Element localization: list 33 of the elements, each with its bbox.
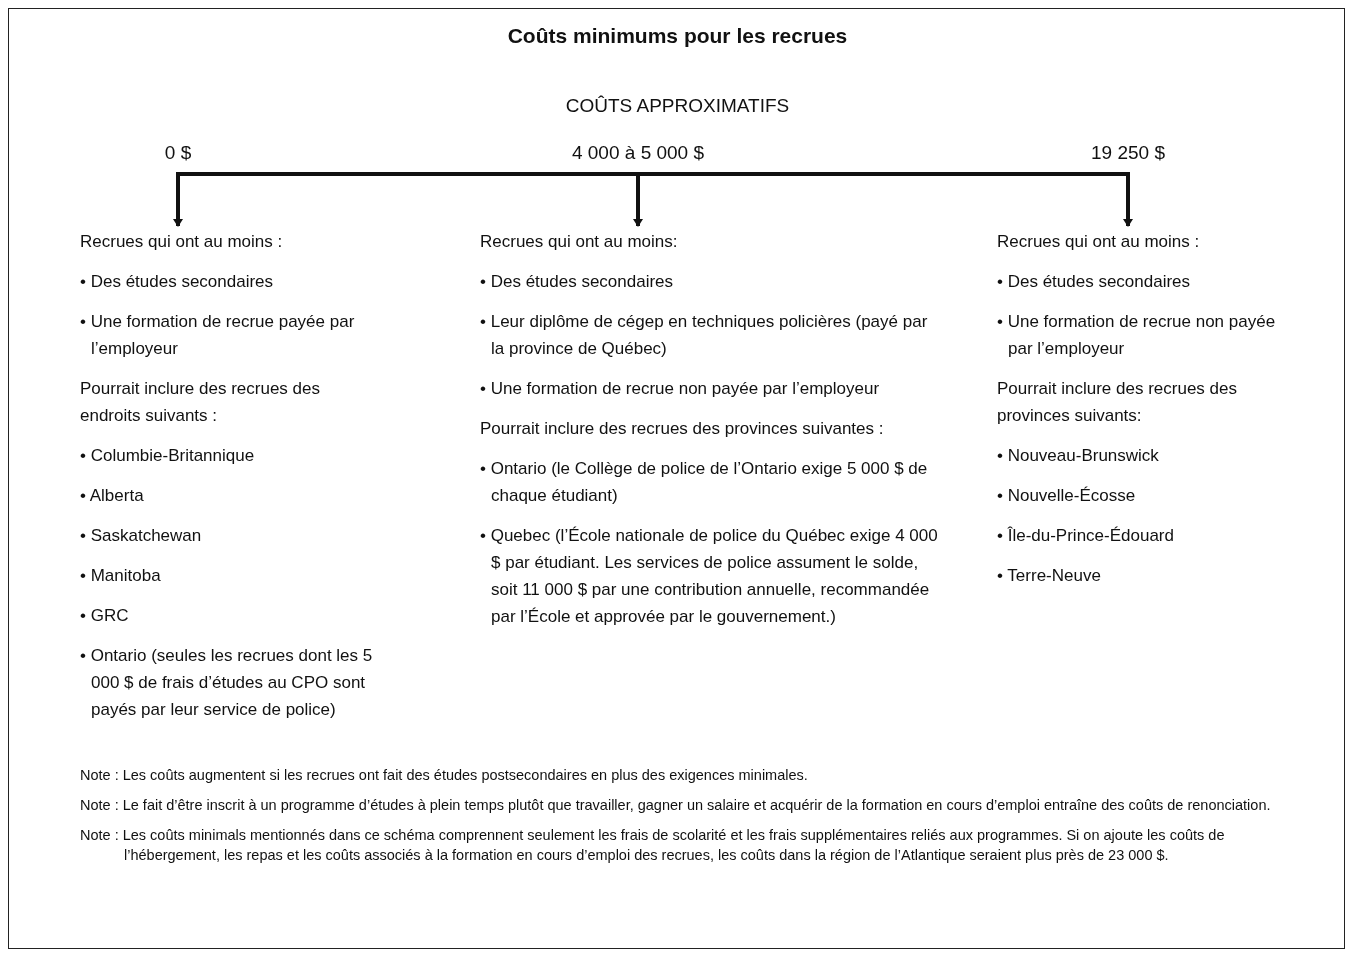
text-heading: Pourrait inclure des recrues des provinces suivantes : [480, 418, 885, 440]
note-text: Note : Les coûts augmentent si les recrues ont fait des études postsecondaires en plus des exigences minimales. [80, 766, 809, 785]
note-text: Note : Les coûts minimals mentionnés dans ce schéma comprennent seulement les frais de scolarité et les frais supplémentaires reliés aux programmes. Si on ajoute les coûts de l’hébergement, les repas et les coûts associés à la formation en cours d’emploi des recrues, les coûts dans la région de l’Atlantique seraient plus près de 23 000 $. [80, 826, 1226, 865]
axis-heading: COÛTS APPROXIMATIFS [564, 95, 791, 117]
bullet-item: • Une formation de recrue non payée par l’employeur [480, 378, 881, 400]
bullet-item: • Terre-Neuve [997, 565, 1102, 587]
bullet-item: • Île-du-Prince-Édouard [997, 525, 1175, 547]
diagram-title: Coûts minimums pour les recrues [506, 24, 849, 48]
bullet-item: • Leur diplôme de cégep en techniques policières (payé par la province de Québec) [480, 311, 929, 360]
bullet-item: • Ontario (le Collège de police de l’Ontario exige 5 000 $ de chaque étudiant) [480, 458, 929, 507]
bullet-item: • Columbie-Britannique [80, 445, 256, 467]
bullet-item: • GRC [80, 605, 130, 627]
bullet-item: • Ontario (seules les recrues dont les 5 000 $ de frais d’études au CPO sont payés par leur service de police) [80, 645, 374, 721]
bullet-item: • Quebec (l’École nationale de police du Québec exige 4 000 $ par étudiant. Les services de police assument le solde, soit 11 000 $ par une contribution annuelle, recommandée par l’École et approvée par le gouvernement.) [480, 525, 939, 628]
text-heading: Recrues qui ont au moins : [80, 231, 284, 253]
note-text: Note : Le fait d’être inscrit à un programme d’études à plein temps plutôt que travailler, gagner un salaire et acquérir de la formation en cours d’emploi entraîne des coûts de renonciation. [80, 796, 1272, 815]
bullet-item: • Nouveau-Brunswick [997, 445, 1160, 467]
text-heading: Recrues qui ont au moins: [480, 231, 679, 253]
text-heading: Pourrait inclure des recrues des provinces suivants: [997, 378, 1238, 427]
text-heading: Recrues qui ont au moins : [997, 231, 1201, 253]
bullet-item: • Manitoba [80, 565, 162, 587]
cost-label: 4 000 à 5 000 $ [571, 142, 705, 174]
bullet-item: • Des études secondaires [480, 271, 675, 293]
cost-label: 0 $ [164, 142, 192, 174]
text-heading: Pourrait inclure des recrues des endroits suivants : [80, 378, 321, 427]
bullet-item: • Une formation de recrue non payée par l’employeur [997, 311, 1277, 360]
bullet-item: • Nouvelle-Écosse [997, 485, 1137, 507]
bullet-item: • Une formation de recrue payée par l’employeur [80, 311, 356, 360]
bullet-item: • Alberta [80, 485, 145, 507]
bullet-item: • Des études secondaires [997, 271, 1192, 293]
bullet-item: • Des études secondaires [80, 271, 275, 293]
cost-label: 19 250 $ [1091, 142, 1165, 174]
bullet-item: • Saskatchewan [80, 525, 203, 547]
